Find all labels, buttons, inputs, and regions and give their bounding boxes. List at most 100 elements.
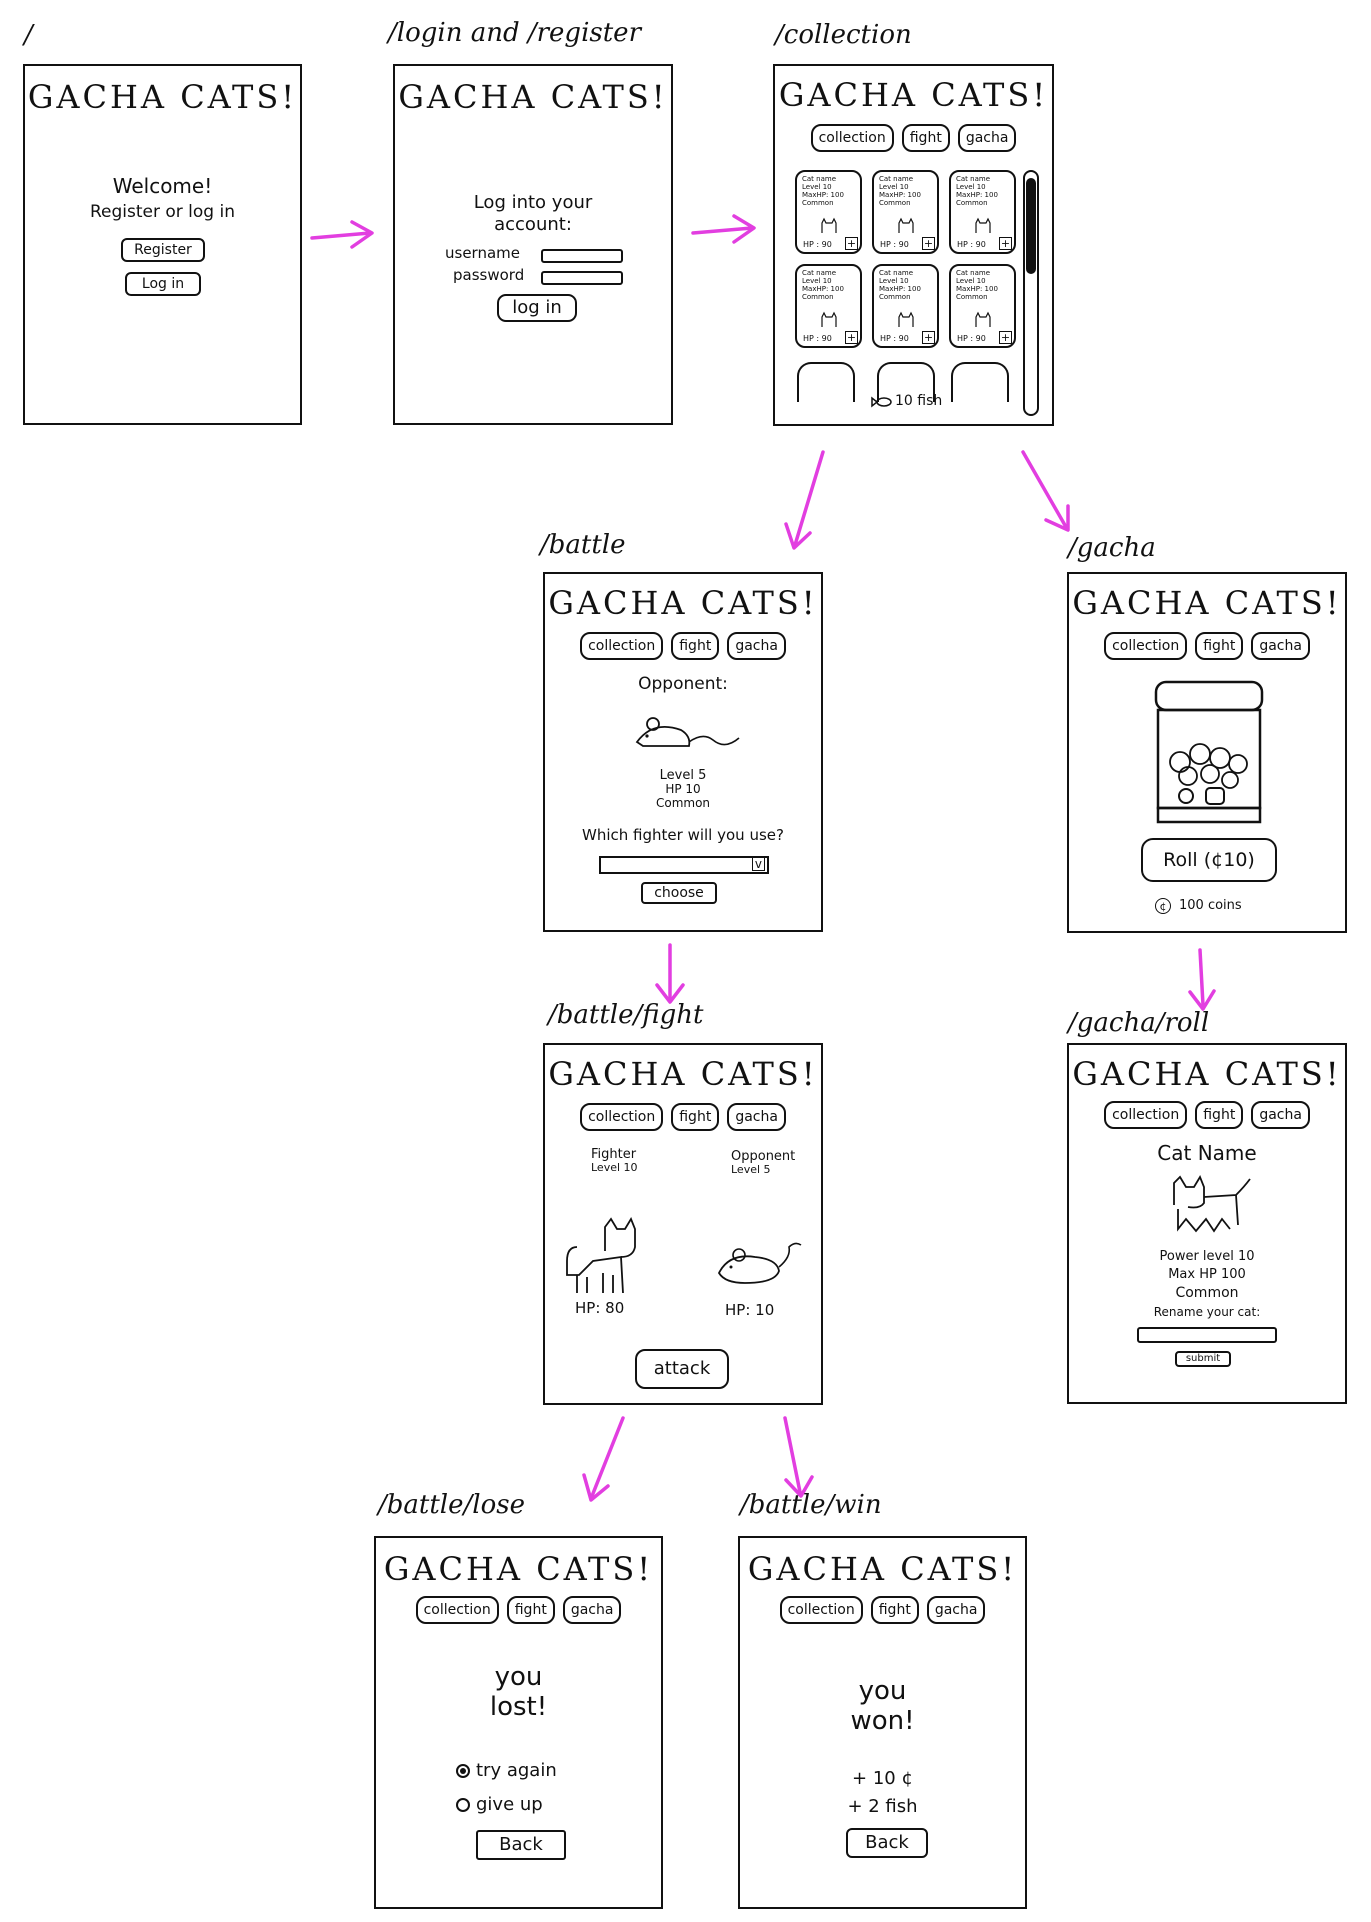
rolled-cat-icon [1173, 1174, 1251, 1233]
nav-collection-button[interactable]: collection [1104, 1101, 1188, 1129]
cat-card-level: Level 10 [802, 277, 832, 285]
back-button[interactable]: Back [846, 1828, 928, 1858]
opponent-name: Opponent [731, 1149, 796, 1164]
give-up-option[interactable]: give up [456, 1794, 543, 1815]
roll-button[interactable]: Roll (¢10) [1141, 838, 1277, 882]
cat-card-add-button[interactable]: + [845, 331, 858, 344]
nav-fight-button[interactable]: fight [901, 124, 950, 152]
radio-selected-icon[interactable] [456, 1763, 470, 1778]
route-label-battle: /battle [540, 530, 626, 560]
register-button[interactable]: Register [121, 238, 205, 262]
cat-card-name: Cat name [956, 269, 990, 277]
opponent-hp: HP 10 [665, 782, 701, 796]
cat-card-maxhp: MaxHP: 100 [956, 191, 998, 199]
nav-gacha-button[interactable]: gacha [957, 124, 1017, 152]
app-title: GACHA CATS! [747, 1550, 1018, 1588]
rename-label: Rename your cat: [1153, 1305, 1261, 1319]
opponent-rarity: Common [655, 796, 711, 810]
app-title: GACHA CATS! [1072, 1055, 1342, 1093]
cat-card-partial[interactable] [797, 362, 855, 402]
back-button[interactable]: Back [476, 1830, 566, 1860]
scrollbar-thumb[interactable] [1026, 178, 1036, 274]
nav-fight-button[interactable]: fight [1195, 632, 1244, 660]
arrow-login-to-collection [691, 214, 756, 244]
fighter-dropdown[interactable]: v [599, 856, 769, 874]
cat-card-add-button[interactable]: + [999, 331, 1012, 344]
cat-icon [975, 217, 991, 233]
cat-card-partial[interactable] [877, 362, 935, 402]
welcome-text: Welcome! [112, 174, 213, 198]
arrow-collection-to-battle [784, 450, 825, 550]
nav-fight-button[interactable]: fight [870, 1596, 919, 1624]
nav-collection-button[interactable]: collection [779, 1596, 863, 1624]
nav-fight-button[interactable]: fight [506, 1596, 555, 1624]
nav-gacha-button[interactable]: gacha [562, 1596, 622, 1624]
route-label-collection: /collection [775, 20, 912, 50]
fish-count: 10 fish [895, 393, 943, 409]
cat-card-add-button[interactable]: + [922, 237, 935, 250]
nav-gacha-button[interactable]: gacha [727, 1103, 786, 1131]
nav-collection-button[interactable]: collection [580, 632, 664, 660]
try-again-option[interactable]: try again [456, 1760, 557, 1781]
nav-fight-button[interactable]: fight [671, 632, 720, 660]
nav-fight-button[interactable]: fight [671, 1103, 720, 1131]
nav-collection-button[interactable]: collection [580, 1103, 664, 1131]
cat-card-rarity: Common [802, 293, 834, 301]
attack-button[interactable]: attack [635, 1349, 729, 1389]
login-heading-line1: Log into your [473, 192, 593, 213]
collection-scrollbar[interactable] [1023, 170, 1039, 416]
nav-gacha-button[interactable]: gacha [1251, 632, 1310, 660]
app-title: GACHA CATS! [548, 584, 818, 622]
submit-button[interactable]: submit [1175, 1351, 1231, 1367]
cat-card-partial[interactable] [951, 362, 1009, 402]
nav-bar: collection fight gacha [740, 1596, 1025, 1624]
wireframe-battle-lose: GACHA CATS! collection fight gacha you l… [374, 1536, 663, 1909]
cat-card-add-button[interactable]: + [845, 237, 858, 250]
login-submit-button[interactable]: log in [497, 294, 577, 322]
nav-bar: collection fight gacha [545, 1103, 821, 1131]
nav-collection-button[interactable]: collection [415, 1596, 499, 1624]
arrow-fight-to-win [783, 1416, 814, 1498]
route-label-battle-win: /battle/win [740, 1490, 882, 1520]
nav-gacha-button[interactable]: gacha [727, 632, 786, 660]
cat-card-add-button[interactable]: + [922, 331, 935, 344]
chevron-down-icon[interactable]: v [751, 857, 765, 871]
radio-unselected-icon[interactable] [456, 1797, 470, 1812]
wireframe-battle-fight: GACHA CATS! collection fight gacha Fight… [543, 1043, 823, 1405]
cat-card-name: Cat name [956, 175, 990, 183]
nav-gacha-button[interactable]: gacha [926, 1596, 986, 1624]
nav-bar: collection fight gacha [775, 124, 1052, 152]
nav-collection-button[interactable]: collection [1104, 632, 1188, 660]
route-label-battle-lose: /battle/lose [378, 1490, 525, 1520]
cat-card-rarity: Common [956, 199, 988, 207]
rename-field[interactable] [1137, 1327, 1277, 1343]
rolled-cat-name: Cat Name [1157, 1141, 1257, 1165]
choose-button[interactable]: choose [641, 882, 717, 904]
nav-gacha-button[interactable]: gacha [1251, 1101, 1310, 1129]
login-button[interactable]: Log in [125, 272, 201, 296]
nav-collection-button[interactable]: collection [810, 124, 894, 152]
result-line2: won! [850, 1706, 915, 1736]
route-label-gacha: /gacha [1068, 533, 1156, 563]
cat-card-hp: HP : 90 [957, 334, 986, 343]
wireframe-battle-win: GACHA CATS! collection fight gacha you w… [738, 1536, 1027, 1909]
opponent-level: Level 5 [659, 768, 707, 783]
cat-card-name: Cat name [879, 269, 913, 277]
cat-card-name: Cat name [802, 269, 836, 277]
nav-fight-button[interactable]: fight [1195, 1101, 1244, 1129]
rolled-cat-power: Power level 10 [1159, 1249, 1255, 1264]
cat-card-hp: HP : 90 [803, 334, 832, 343]
cat-card-add-button[interactable]: + [999, 237, 1012, 250]
username-field[interactable] [541, 249, 623, 263]
route-label-gacha-roll: /gacha/roll [1068, 1008, 1210, 1038]
password-field[interactable] [541, 271, 623, 285]
rolled-cat-rarity: Common [1175, 1285, 1239, 1301]
register-or-login-text: Register or log in [89, 202, 235, 222]
fish-icon [871, 396, 892, 408]
